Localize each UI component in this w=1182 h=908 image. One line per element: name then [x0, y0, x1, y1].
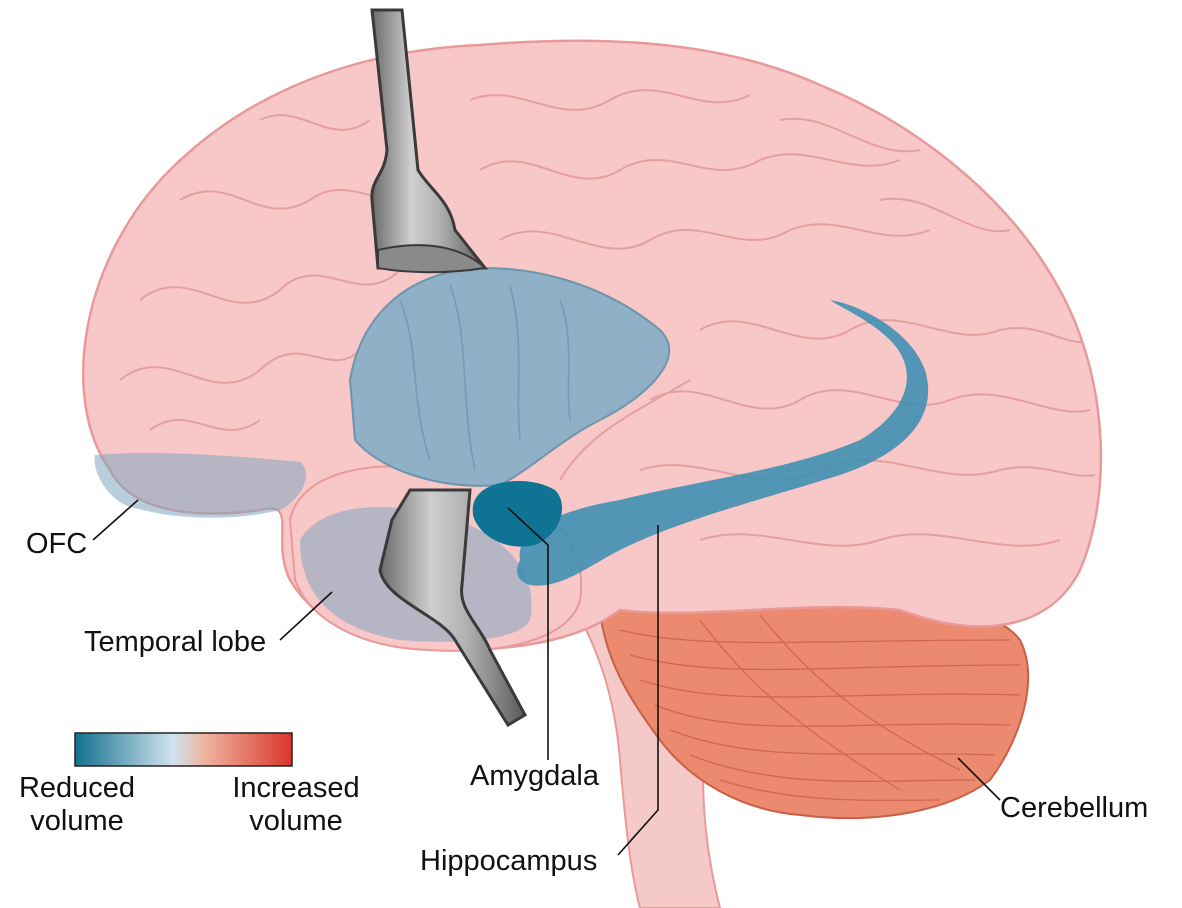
legend-low-line2: volume — [12, 805, 142, 838]
label-amygdala: Amygdala — [470, 760, 599, 793]
ofc-region — [95, 453, 307, 518]
legend-gradient-bar — [75, 733, 292, 766]
legend-high-line2: volume — [222, 805, 370, 838]
label-temporal-lobe: Temporal lobe — [84, 626, 266, 659]
legend-high-caption: Increased volume — [222, 772, 370, 838]
label-cerebellum: Cerebellum — [1000, 792, 1148, 825]
label-ofc: OFC — [26, 528, 87, 561]
label-hippocampus: Hippocampus — [420, 845, 597, 878]
legend-low-line1: Reduced — [12, 772, 142, 805]
legend-high-line1: Increased — [222, 772, 370, 805]
legend-low-caption: Reduced volume — [12, 772, 142, 838]
